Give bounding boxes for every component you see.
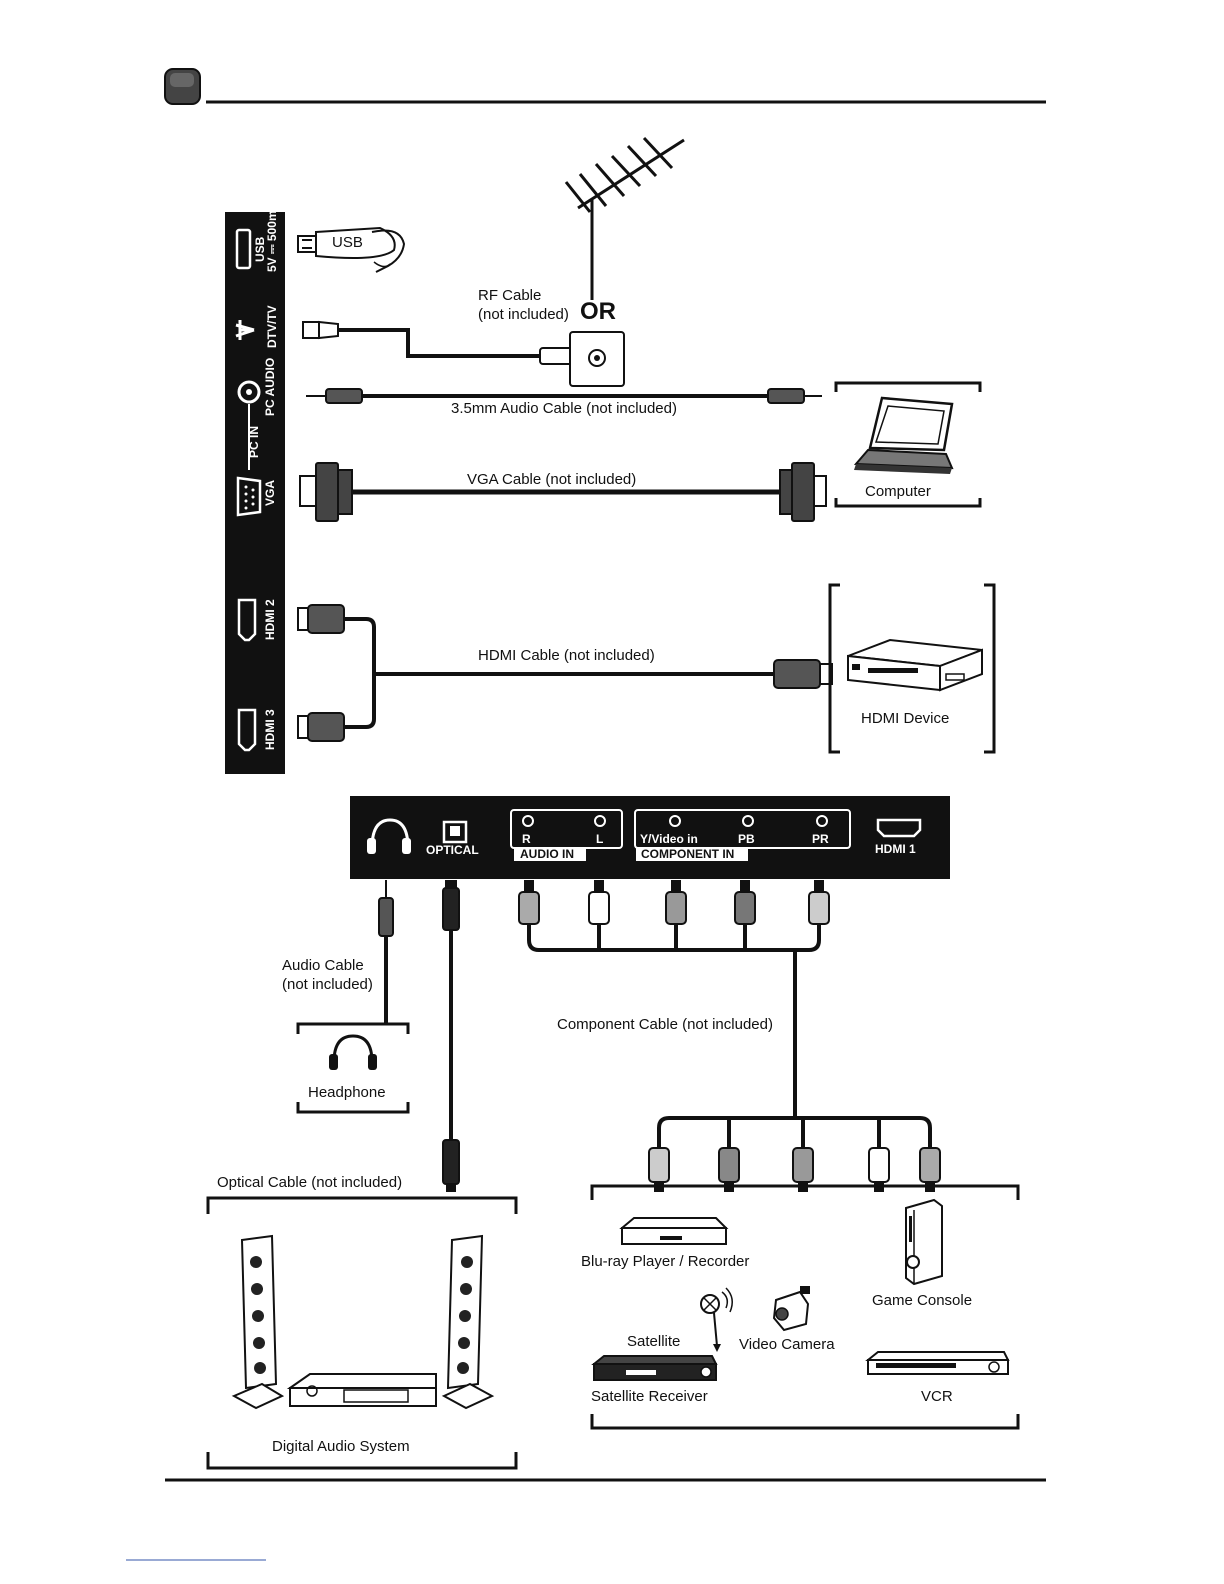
component-cable [518,880,941,1192]
bottom-panel: OPTICAL R L AUDIO IN Y/Video in PB PR CO… [350,796,950,879]
game-console-icon [905,1198,943,1286]
component-devices-group: Blu-ray Player / Recorder Game Console S… [581,1184,1020,1430]
hdmi2-port-icon [237,598,257,642]
hdmi1-port-label: HDMI 1 [875,842,916,856]
game-console-label: Game Console [872,1292,972,1309]
optical-port-icon [442,820,468,844]
tv-antenna-icon [564,136,685,300]
headphone-audio-cable [378,880,394,1024]
dtv-port-label: DTV/TV [265,305,279,348]
headphone-icon [329,1034,377,1070]
hdmi1-port-icon [876,818,922,838]
hdmi2-port-label: HDMI 2 [263,599,277,640]
pc-audio-jack-icon [237,380,261,404]
hdmi-cable-label: HDMI Cable (not included) [478,647,655,664]
component-pr-label: PR [812,832,829,846]
audio-35mm-cable-label: 3.5mm Audio Cable (not included) [451,400,677,417]
hdmi3-port-icon [237,708,257,752]
usb-stick-label: USB [332,234,363,251]
hdmi-device-group: HDMI Device [828,583,996,754]
rf-cable-label-2: (not included) [478,306,569,323]
satellite-dish-icon [700,1287,733,1352]
usb-stick-icon: USB [297,226,406,273]
component-in-label: COMPONENT IN [641,847,734,861]
optical-cable-label: Optical Cable (not included) [217,1174,402,1191]
computer-label: Computer [865,483,931,500]
speaker-left-icon [231,1234,285,1410]
digital-audio-group: Digital Audio System [206,1196,518,1470]
bluray-label: Blu-ray Player / Recorder [581,1253,749,1270]
pc-in-label: PC IN [247,426,261,458]
video-camera-label: Video Camera [739,1336,835,1353]
optical-port-label: OPTICAL [426,843,479,857]
laptop-icon [853,396,954,474]
digital-audio-label: Digital Audio System [272,1438,410,1455]
av-receiver-icon [286,1373,437,1407]
optical-cable [442,880,460,1192]
usb-port-icon [235,228,252,270]
usb-rating-label: 5V ⎓ 500mA [265,201,279,272]
headphone-label: Headphone [308,1084,386,1101]
component-y-label: Y/Video in [640,832,698,846]
audio-r-label: R [522,832,531,846]
hdmi-device-label: HDMI Device [861,710,949,727]
speaker-right-icon [441,1234,495,1410]
dvd-player-icon [847,638,983,692]
side-panel: USB 5V ⎓ 500mA DTV/TV PC AUDIO PC IN VGA… [225,201,285,774]
video-camera-icon [772,1286,810,1332]
section-header [164,68,1046,105]
audio-cable-label-2: (not included) [282,976,373,993]
vga-port-icon [236,476,262,517]
vcr-icon [865,1351,1010,1375]
satellite-receiver-icon [591,1355,718,1381]
satellite-label: Satellite [627,1333,680,1350]
bluray-player-icon [619,1217,729,1245]
pc-audio-label: PC AUDIO [263,358,277,416]
headphone-port-icon [367,818,411,854]
usb-port-label: USB [253,236,267,262]
or-label: OR [580,298,616,325]
audio-l-label: L [596,832,603,846]
satellite-receiver-label: Satellite Receiver [591,1388,708,1405]
vcr-label: VCR [921,1388,953,1405]
rf-cable [302,320,625,387]
hdmi3-port-label: HDMI 3 [263,709,277,750]
audio-cable-label-1: Audio Cable [282,957,364,974]
vga-cable-label: VGA Cable (not included) [467,471,636,488]
audio-in-label: AUDIO IN [520,847,574,861]
hdmi-cable [297,604,833,742]
vga-port-label: VGA [263,480,277,506]
antenna-port-icon [235,320,255,340]
component-pb-label: PB [738,832,755,846]
vga-cable [299,462,827,522]
headphone-group: Headphone [296,1022,410,1114]
audio-35mm-cable [306,388,822,404]
computer-group: Computer [834,381,982,508]
rf-cable-label-1: RF Cable [478,287,541,304]
component-cable-label: Component Cable (not included) [557,1016,773,1033]
